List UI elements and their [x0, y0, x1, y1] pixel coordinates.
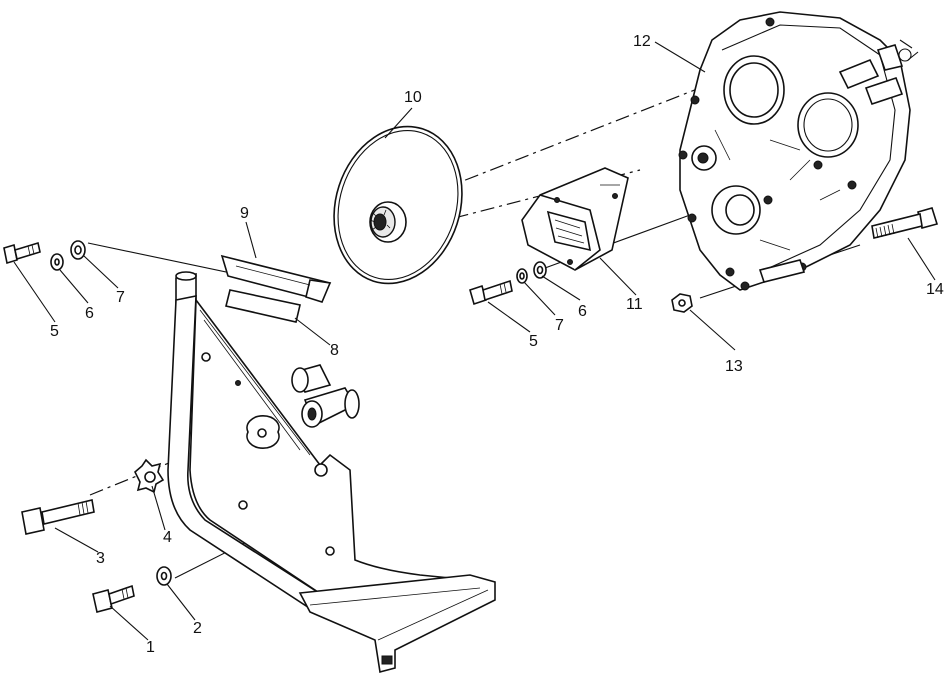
callout-leaders	[13, 41, 936, 641]
bolt-lower	[92, 584, 135, 613]
bolt-center	[469, 279, 513, 306]
callout-13: 13	[725, 358, 743, 375]
callout-8: 8	[330, 342, 339, 359]
bolt-right	[871, 207, 939, 239]
callout-6-center: 6	[578, 303, 587, 320]
callout-4: 4	[163, 529, 172, 546]
callout-7-center: 7	[555, 317, 564, 334]
shim-plate	[225, 289, 301, 323]
callout-10: 10	[404, 89, 422, 106]
mounting-bracket	[220, 254, 332, 303]
star-washer	[134, 458, 165, 494]
callout-14: 14	[926, 281, 944, 298]
callout-7-left: 7	[116, 289, 125, 306]
callout-5-center: 5	[529, 333, 538, 350]
callout-11: 11	[626, 296, 643, 313]
bolt-left	[3, 241, 41, 265]
nut	[671, 293, 693, 313]
lock-washer-center	[516, 268, 528, 284]
chaincase-housing	[678, 11, 919, 291]
callout-12: 12	[633, 33, 651, 50]
callout-labels: 1 2 3 4 5 6 7 8 9 10 5 7 6 11 12 13 14	[50, 33, 944, 656]
callout-9: 9	[240, 205, 249, 222]
support-bracket	[167, 271, 496, 674]
washer-lower	[156, 566, 172, 586]
bearing-bushing	[291, 364, 360, 428]
lock-washer-left	[50, 253, 64, 271]
washer-left	[70, 240, 86, 260]
long-bolt	[21, 499, 95, 535]
pulley-disc	[333, 125, 463, 285]
callout-5-left: 5	[50, 323, 59, 340]
callout-2: 2	[193, 620, 202, 637]
idler-bracket	[521, 167, 629, 271]
callout-3: 3	[96, 550, 105, 567]
callout-6-left: 6	[85, 305, 94, 322]
callout-1: 1	[146, 639, 155, 656]
washer-center	[533, 261, 547, 279]
